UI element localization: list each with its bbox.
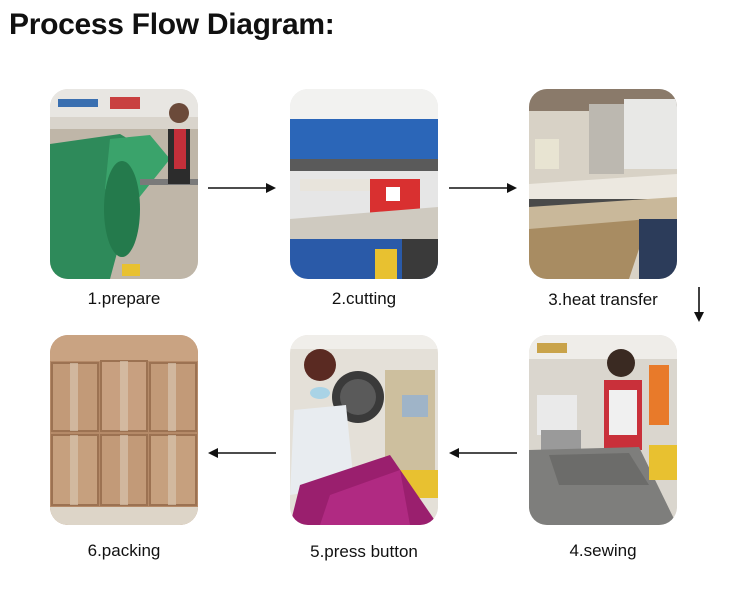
prepare-image — [50, 89, 198, 279]
step-label: 4.sewing — [518, 541, 688, 561]
step-label: 6.packing — [39, 541, 209, 561]
step-label: 5.press button — [279, 542, 449, 562]
arrow-right-icon — [447, 181, 519, 195]
arrow-right-icon — [206, 181, 278, 195]
photo-packing — [50, 335, 198, 525]
cutting-image — [290, 89, 438, 279]
step-label: 3.heat transfer — [518, 290, 688, 310]
page-title: Process Flow Diagram: — [9, 8, 334, 42]
photo-prepare — [50, 89, 198, 279]
photo-cutting — [290, 89, 438, 279]
step-label: 1.prepare — [39, 289, 209, 309]
step-label: 2.cutting — [279, 289, 449, 309]
heat-transfer-image — [529, 89, 677, 279]
photo-heat-transfer — [529, 89, 677, 279]
arrow-down-icon — [692, 286, 706, 324]
sewing-image — [529, 335, 677, 525]
photo-press-button — [290, 335, 438, 525]
arrow-left-icon — [447, 446, 519, 460]
packing-image — [50, 335, 198, 525]
photo-sewing — [529, 335, 677, 525]
arrow-left-icon — [206, 446, 278, 460]
press-button-image — [290, 335, 438, 525]
